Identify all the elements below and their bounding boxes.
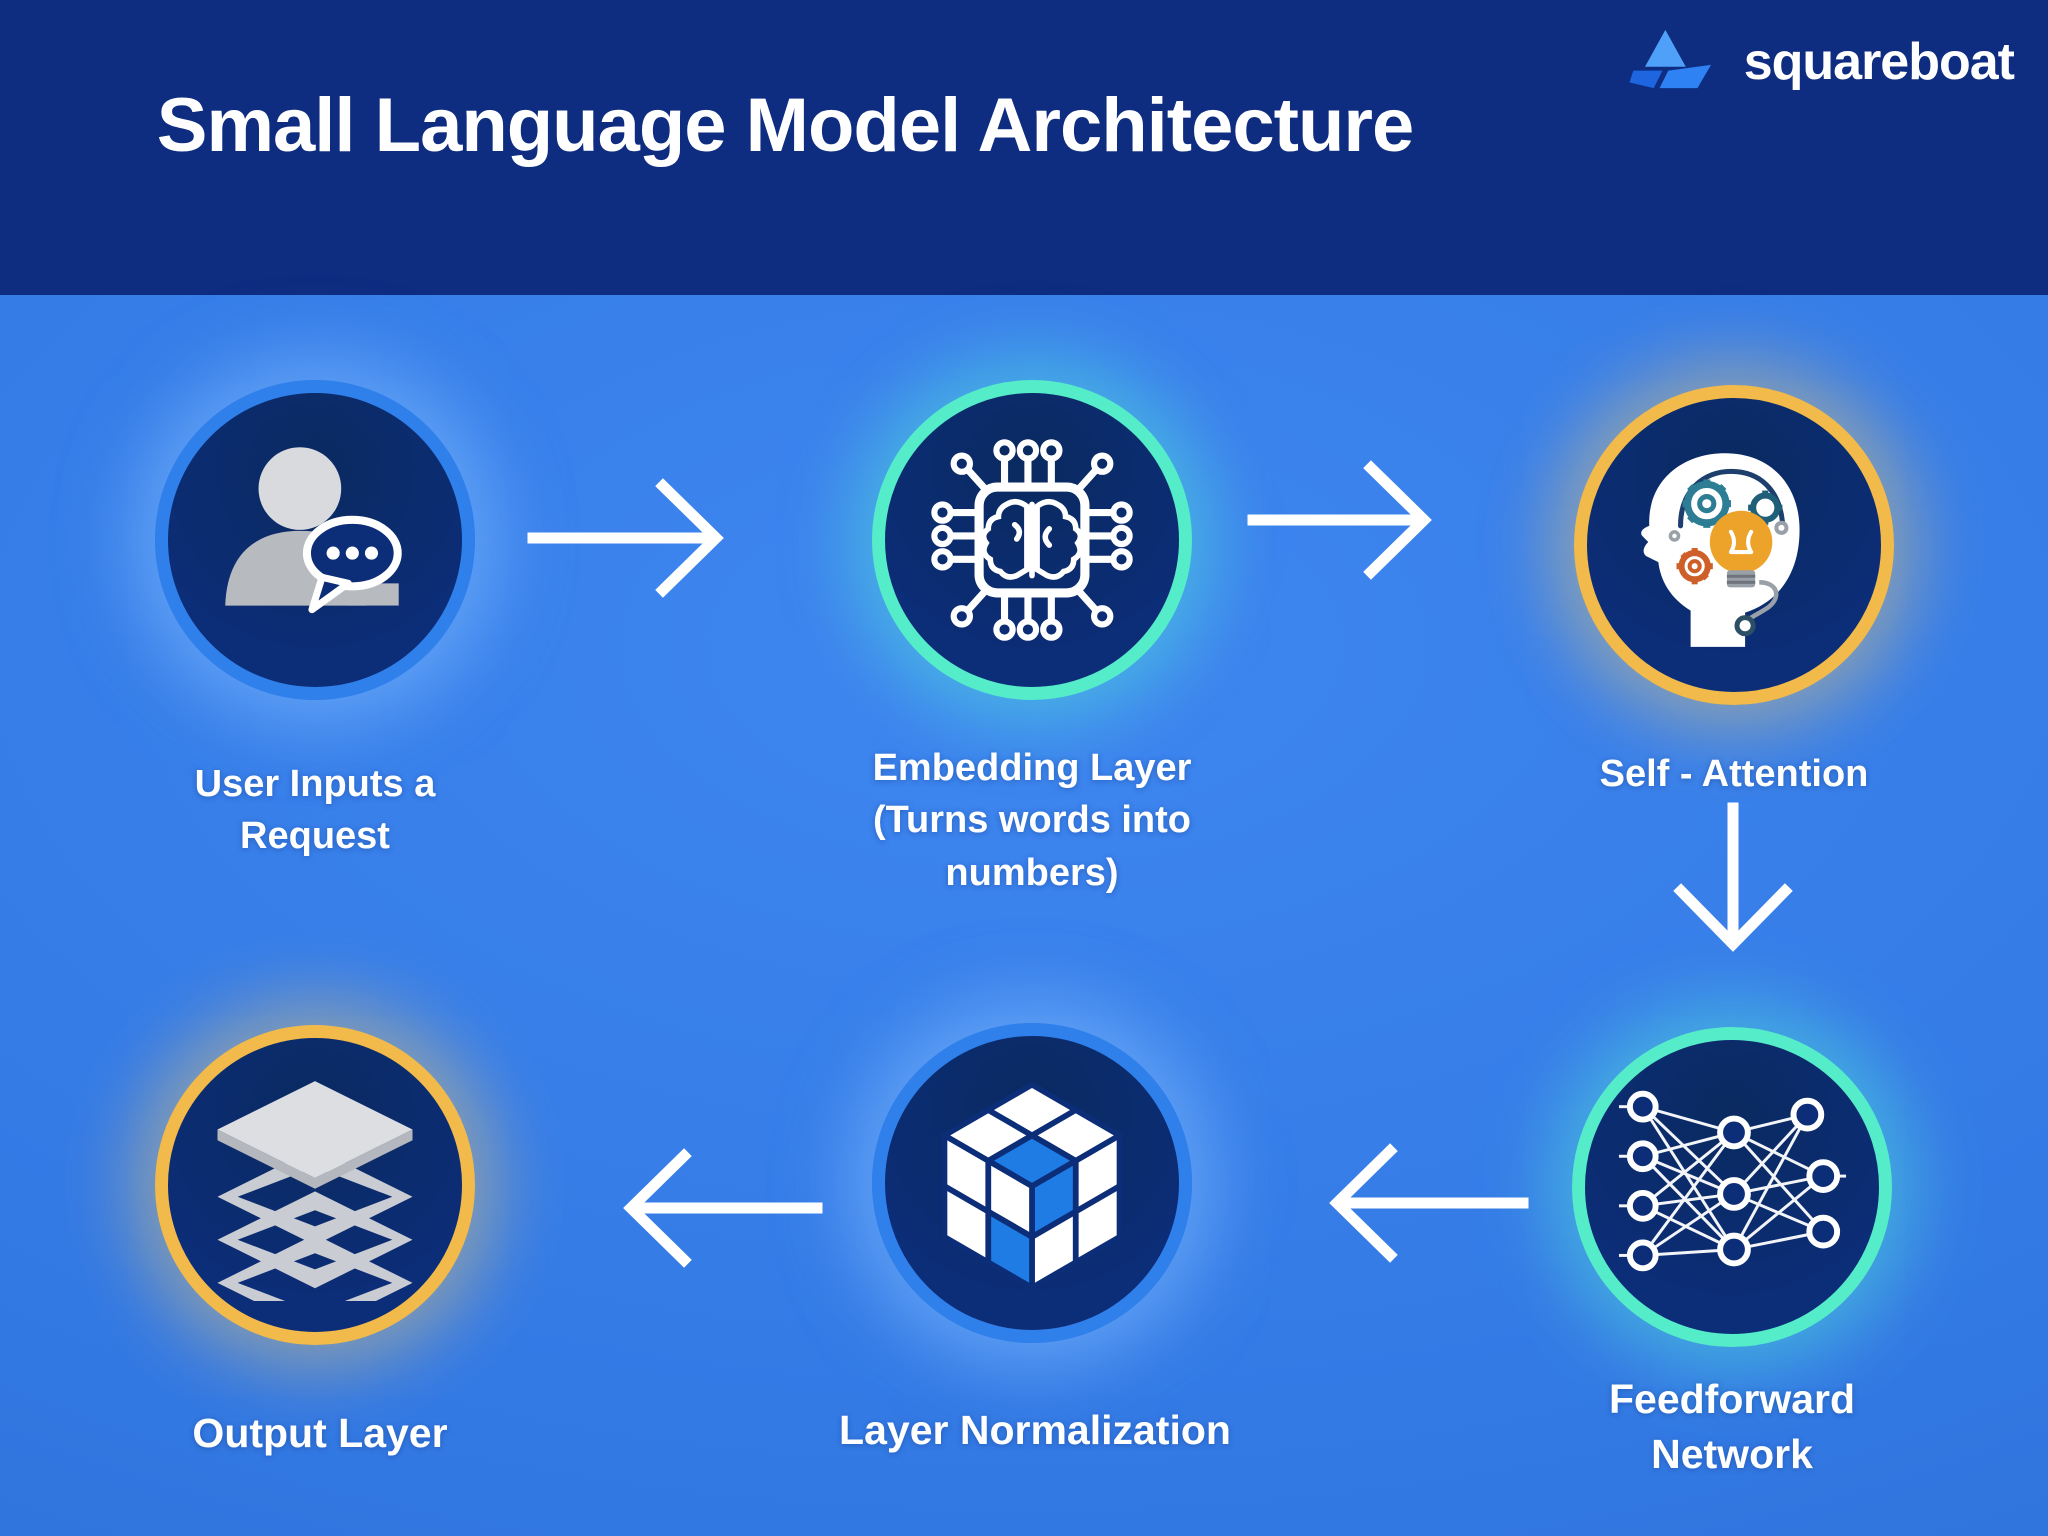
page-title: Small Language Model Architecture <box>156 83 1414 168</box>
embedding-label: Embedding Layer (Turns words into number… <box>872 747 1192 894</box>
arrow-attention-to-feedforward <box>1673 802 1793 952</box>
feedforward-label: Feedforward Network <box>1608 1376 1856 1478</box>
arrow-feedforward-to-layernorm <box>1329 1143 1529 1263</box>
cube-icon <box>941 1081 1123 1291</box>
user-chat-icon <box>225 447 402 614</box>
node-layer-norm <box>872 1023 1192 1343</box>
arrow-user-to-embedding <box>527 478 724 598</box>
header: Small Language Model Architecture square… <box>0 0 2048 295</box>
brain-chip-icon <box>931 439 1133 641</box>
arrow-layernorm-to-output <box>623 1148 823 1268</box>
head-gears-icon <box>1641 453 1800 647</box>
squareboat-boat-icon <box>1629 29 1711 89</box>
user-input-label: User Inputs a Request <box>194 763 436 858</box>
layer-norm-label: Layer Normalization <box>839 1407 1231 1453</box>
layers-icon <box>217 1081 413 1301</box>
self-attention-label: Self - Attention <box>1599 753 1869 795</box>
arrow-embedding-to-attention <box>1247 460 1432 580</box>
brand-name: squareboat <box>1743 33 2015 91</box>
neural-network-icon <box>1618 1090 1847 1272</box>
brand-logo: squareboat <box>1626 26 2015 94</box>
output-label: Output Layer <box>192 1410 448 1456</box>
